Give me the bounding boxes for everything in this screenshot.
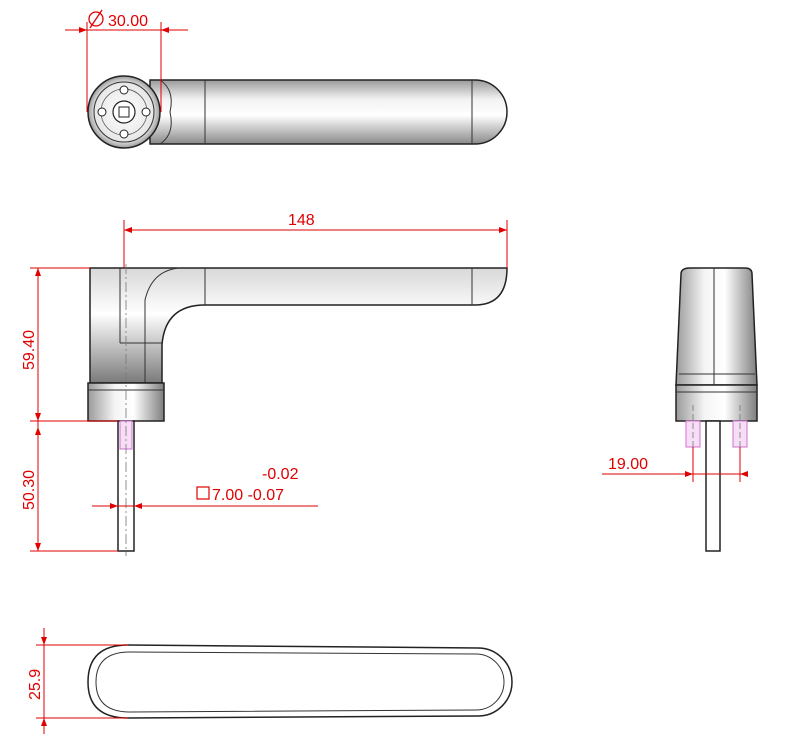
- square-symbol-icon: [196, 486, 210, 500]
- side-view-lever: [675, 267, 758, 386]
- side-view-base: [675, 384, 758, 422]
- top-view-lever: [149, 79, 508, 145]
- side-view: 19.00: [602, 267, 758, 552]
- dim-screw-spacing: 19.00: [608, 456, 648, 473]
- dim-length: 148: [288, 212, 315, 229]
- dim-thickness: 25.9: [27, 669, 44, 700]
- diameter-symbol-icon: [88, 9, 104, 29]
- dim-spindle-height: 50.30: [21, 470, 38, 510]
- dim-spindle-square: 7.00 -0.07: [212, 487, 284, 504]
- side-view-spindle: [705, 420, 721, 552]
- dim-diameter: 30.00: [108, 13, 148, 30]
- front-view: 148 59.40 50.30 -0.02 7.00 -0.07: [21, 212, 508, 556]
- dim-tol-upper: -0.02: [262, 466, 299, 483]
- bottom-view-lever: [87, 644, 513, 719]
- top-view: 30.00: [65, 9, 508, 149]
- front-view-lever: [89, 267, 508, 384]
- dim-handle-height: 59.40: [21, 330, 38, 370]
- bottom-view: 25.9: [27, 628, 513, 734]
